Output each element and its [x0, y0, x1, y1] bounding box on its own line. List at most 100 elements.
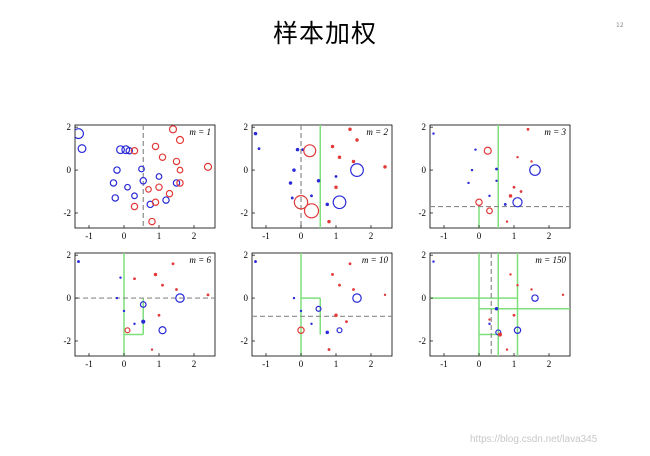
data-point-red: [486, 207, 493, 215]
watermark: https://blog.csdn.net/lava345: [470, 434, 598, 445]
data-point-red: [475, 198, 483, 207]
data-point-red: [206, 293, 210, 297]
data-point-blue: [495, 179, 498, 182]
panel-label-bg: [533, 254, 569, 266]
y-tick-label: 0: [244, 165, 249, 175]
data-point-red: [293, 195, 309, 210]
panel-label-bg: [187, 126, 213, 138]
data-point-blue: [336, 327, 343, 334]
data-point-blue: [531, 294, 539, 302]
panel-label-bg: [187, 254, 214, 266]
x-tick-label: 1: [512, 359, 517, 369]
data-point-red: [519, 190, 523, 193]
data-point-blue: [513, 326, 522, 335]
x-tick-label: -1: [440, 359, 448, 369]
panel-label-bg: [359, 254, 391, 266]
y-tick-label: 2: [422, 250, 427, 260]
data-point-blue: [315, 305, 322, 312]
page-number: 12: [616, 22, 624, 29]
data-point-blue: [254, 260, 257, 263]
data-point-blue: [77, 260, 80, 263]
y-tick-label: -2: [64, 336, 72, 346]
data-point-blue: [155, 173, 163, 180]
data-point-red: [124, 327, 131, 334]
data-point-red: [203, 162, 213, 171]
panel-label-bg: [364, 126, 391, 138]
data-point-blue: [138, 165, 145, 173]
y-tick-label: 2: [244, 250, 249, 260]
data-point-red: [345, 320, 348, 324]
data-point-blue: [111, 194, 119, 202]
data-point-blue: [332, 195, 347, 210]
data-point-red: [505, 220, 509, 223]
data-point-red: [338, 283, 341, 287]
y-tick-label: -2: [419, 208, 427, 218]
x-tick-label: 1: [512, 231, 517, 241]
data-point-blue: [121, 145, 131, 155]
y-tick-label: 0: [422, 165, 427, 175]
data-point-blue: [488, 194, 491, 198]
data-point-red: [348, 127, 352, 132]
data-point-red: [383, 293, 387, 297]
y-tick-label: 2: [244, 122, 249, 132]
data-point-blue: [512, 197, 523, 208]
data-point-blue: [470, 168, 474, 172]
data-point-blue: [334, 175, 338, 178]
data-point-red: [158, 153, 167, 161]
data-point-red: [337, 155, 342, 159]
data-point-red: [383, 165, 387, 169]
data-point-red: [526, 127, 530, 131]
y-tick-label: 2: [422, 122, 427, 132]
data-point-red: [483, 146, 492, 155]
data-point-red: [303, 203, 320, 219]
data-point-red: [355, 138, 359, 142]
data-point-red: [512, 185, 516, 189]
y-tick-label: -2: [241, 336, 249, 346]
plot-frame: [429, 252, 571, 357]
data-point-red: [334, 313, 338, 317]
data-point-red: [530, 160, 533, 163]
data-point-red: [509, 273, 512, 276]
y-tick-label: 0: [67, 165, 72, 175]
data-point-red: [334, 185, 338, 189]
y-tick-label: 0: [67, 293, 72, 303]
x-tick-label: -1: [262, 231, 270, 241]
data-point-red: [176, 179, 184, 187]
panel-iteration-label: m = 6: [189, 255, 211, 265]
data-point-red: [331, 273, 334, 276]
data-point-blue: [253, 131, 258, 136]
data-point-red: [497, 332, 503, 337]
data-point-red: [157, 313, 161, 317]
data-point-red: [348, 262, 352, 266]
data-point-blue: [109, 179, 118, 187]
panel-iteration-label: m = 10: [362, 255, 389, 265]
plot-frame: [429, 124, 571, 229]
data-point-red: [530, 288, 533, 291]
data-point-blue: [172, 179, 181, 187]
data-point-blue: [292, 168, 296, 172]
data-point-blue: [113, 166, 121, 174]
data-point-blue: [474, 148, 477, 151]
y-tick-label: 0: [244, 293, 249, 303]
data-point-blue: [75, 128, 84, 140]
x-tick-label: 0: [299, 359, 304, 369]
data-point-blue: [115, 296, 119, 300]
data-point-blue: [299, 309, 303, 313]
panel-label-bg: [542, 126, 569, 138]
data-point-blue: [162, 196, 170, 204]
x-tick-label: -1: [85, 231, 93, 241]
data-point-red: [150, 348, 154, 351]
data-point-red: [516, 155, 519, 159]
data-point-red: [133, 277, 136, 281]
y-tick-label: 0: [422, 293, 427, 303]
data-point-blue: [141, 319, 146, 324]
x-tick-label: 2: [547, 231, 552, 241]
x-tick-label: 0: [477, 231, 482, 241]
plot-frame: [74, 252, 216, 357]
